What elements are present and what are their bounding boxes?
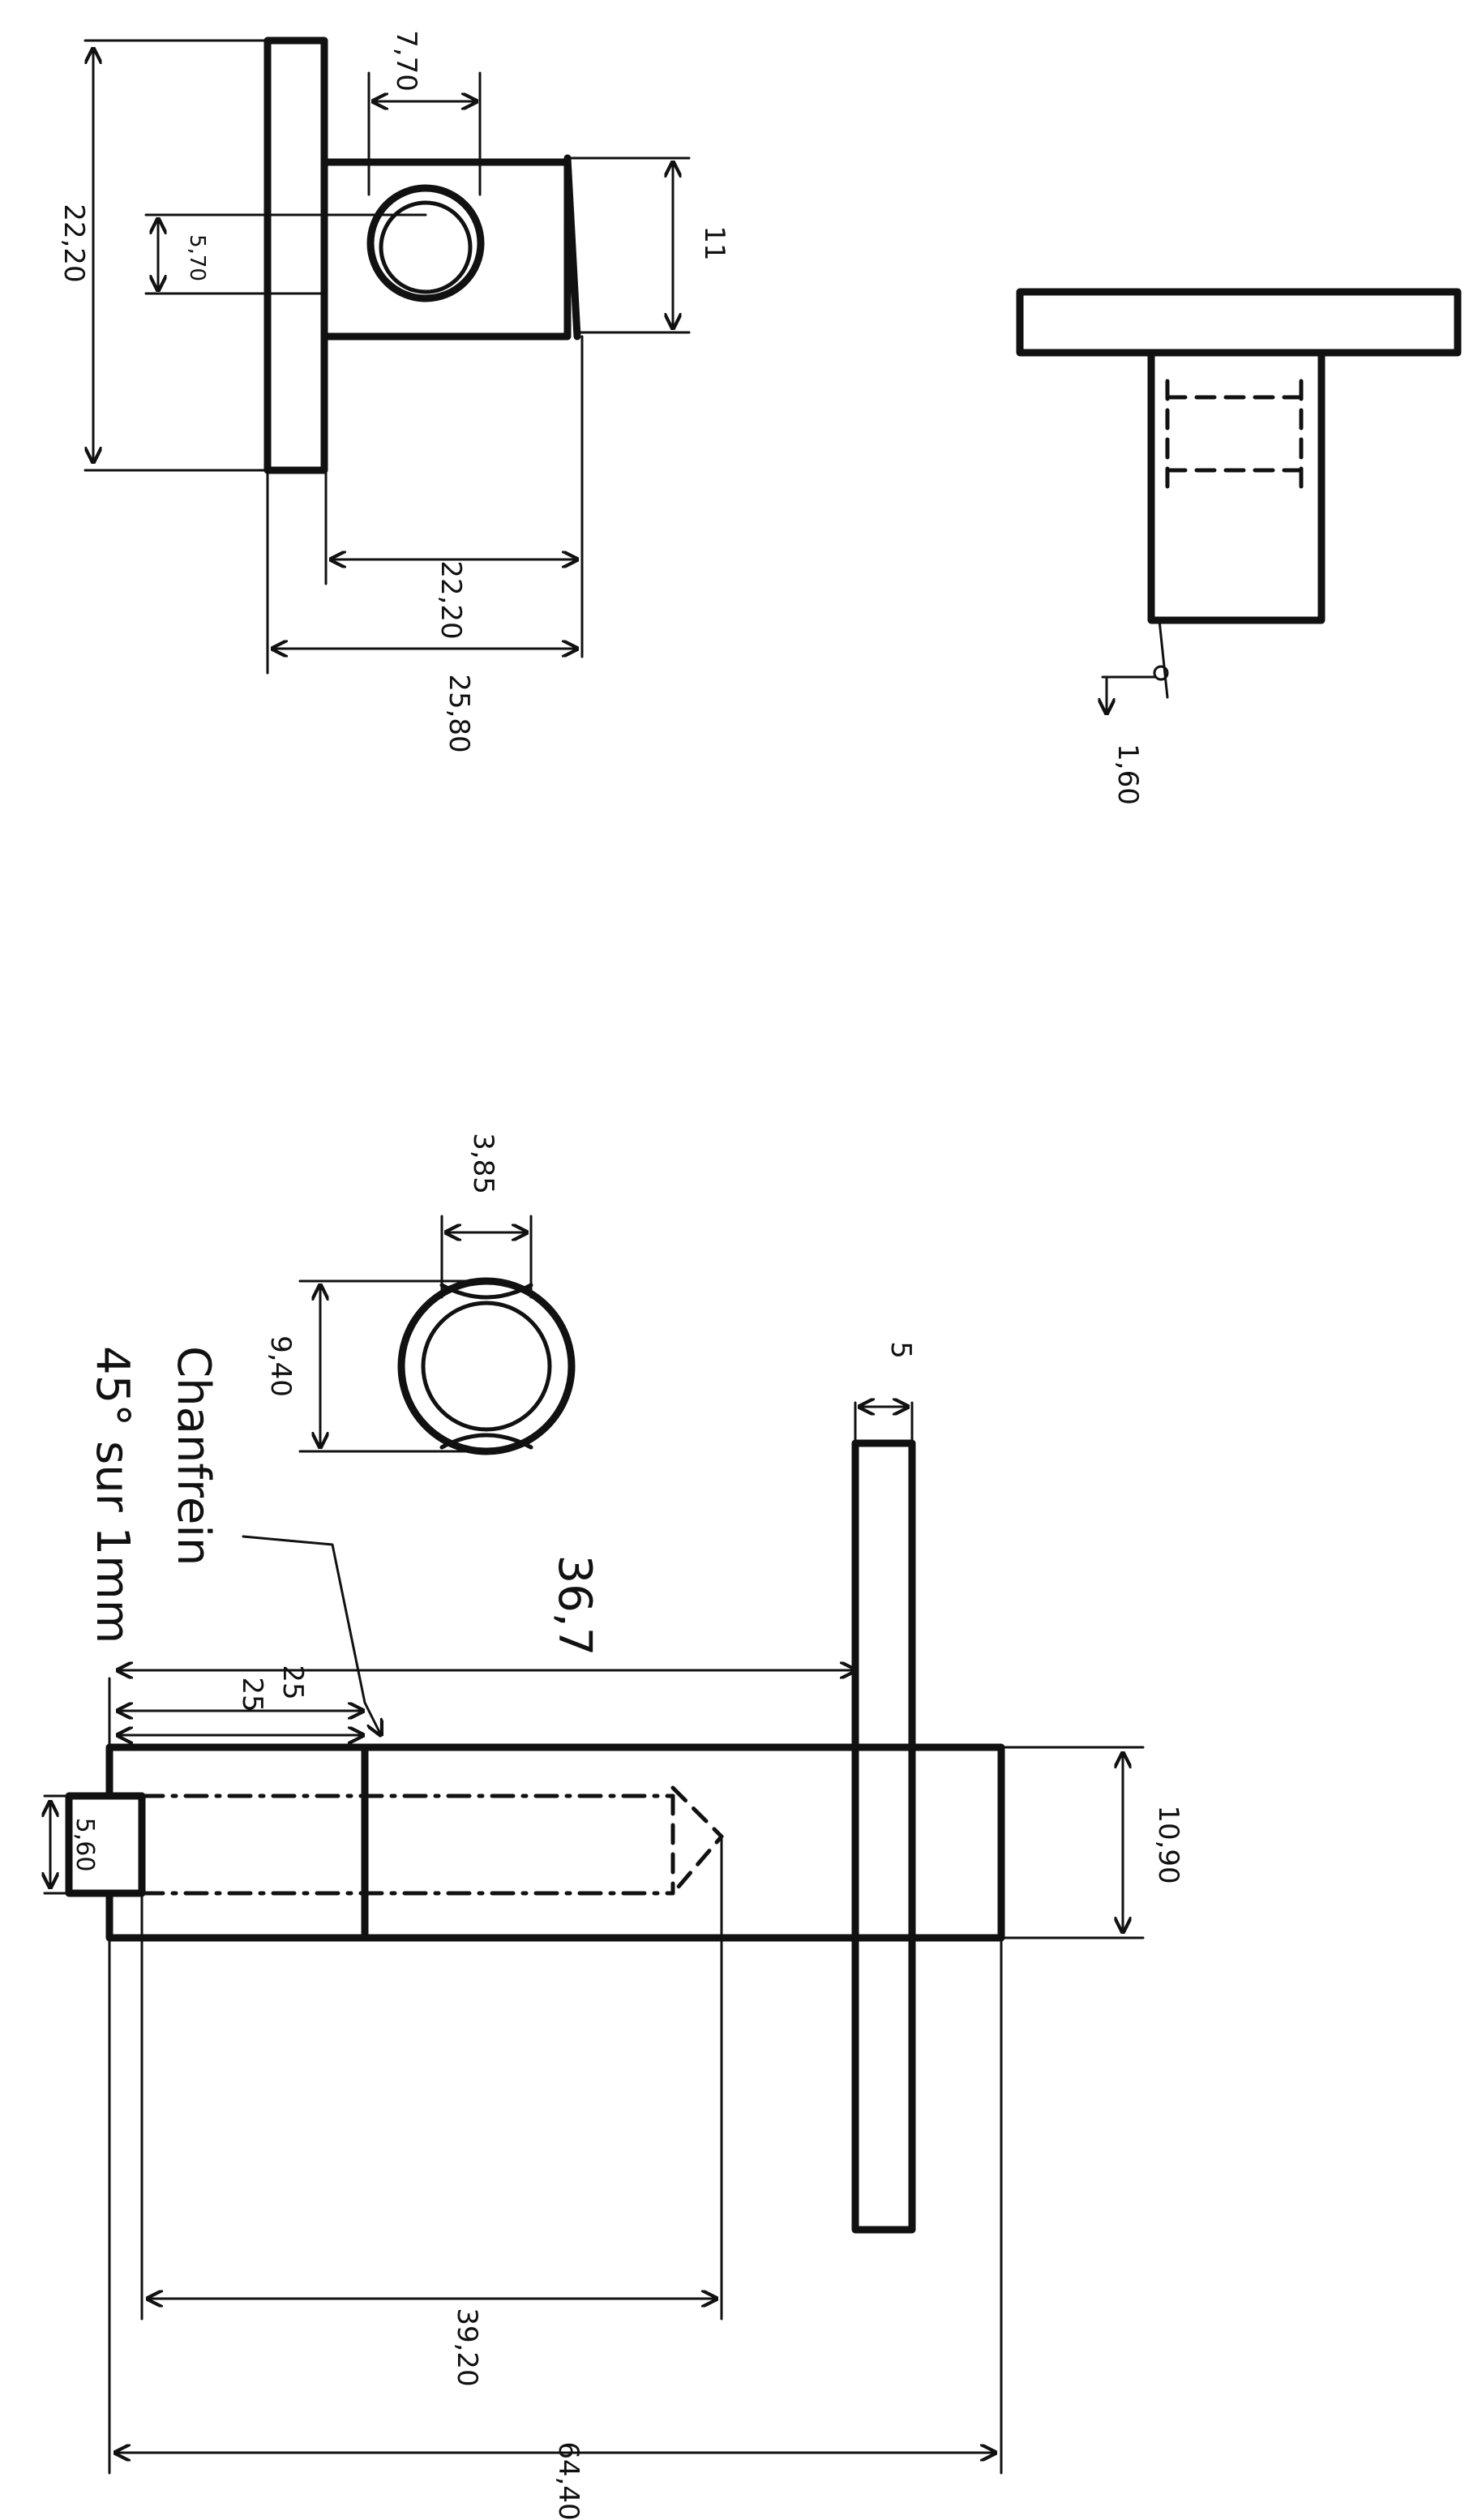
view-top-left: 22,20 5,70 7,70 11 22,20 25,80 xyxy=(58,30,730,753)
body-outline xyxy=(1147,349,1326,624)
dim-1-60: 1,60 xyxy=(1111,744,1144,805)
note-chamfer-detail: 45° sur 1mm xyxy=(86,1346,139,1644)
dim-22-20: 22,20 xyxy=(58,204,90,282)
view-main-shaft: Chanfrein 45° sur 1mm 36,7 25 25 5 5,60 … xyxy=(45,1341,1184,2520)
dim-9-40: 9,40 xyxy=(264,1335,297,1397)
crossbar-outline xyxy=(851,1439,916,2234)
plate-outline xyxy=(263,36,328,474)
dim-5-60: 5,60 xyxy=(71,1818,99,1872)
dim-22-20-inner: 22,20 xyxy=(435,560,467,639)
dim-39-20: 39,20 xyxy=(451,2308,483,2386)
view-ring: 3,85 9,40 xyxy=(264,1133,576,1455)
block-edge xyxy=(563,154,581,341)
dim-5-70: 5,70 xyxy=(185,234,209,281)
dim-25-80: 25,80 xyxy=(443,674,475,752)
dim-25-b: 25 xyxy=(236,1677,268,1712)
view-top-right: 1,60 xyxy=(1016,288,1462,805)
dim-64-40: 64,40 xyxy=(552,2441,585,2520)
ring-outer xyxy=(397,1277,576,1455)
dim-7-70: 7,70 xyxy=(390,30,422,92)
ring-inner xyxy=(421,1301,552,1432)
stub-outline xyxy=(65,1792,146,1897)
dim-5: 5 xyxy=(884,1341,917,1359)
note-chamfer: Chanfrein xyxy=(167,1346,220,1566)
dim-10-90: 10,90 xyxy=(1152,1805,1184,1884)
dim-11: 11 xyxy=(698,225,730,260)
shaft-outline xyxy=(105,1743,1005,1942)
hole-inner xyxy=(379,200,473,294)
flange-outline xyxy=(1016,288,1462,357)
dim-3-85: 3,85 xyxy=(467,1133,499,1194)
hole-outer xyxy=(366,184,485,302)
dim-36-7: 36,7 xyxy=(548,1555,601,1656)
block-outline xyxy=(320,158,572,341)
dim-25-a: 25 xyxy=(276,1665,309,1699)
